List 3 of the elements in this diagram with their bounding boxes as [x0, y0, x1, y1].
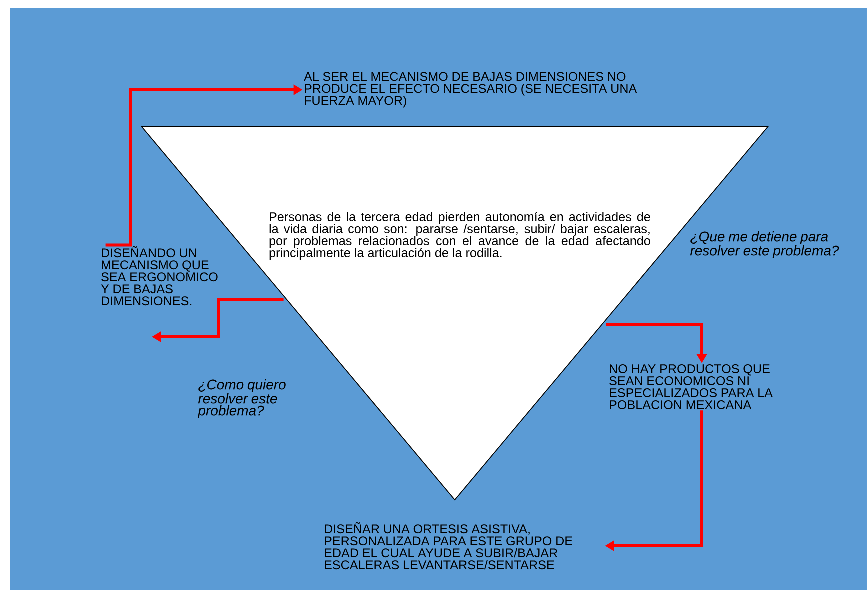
consequence-text: AL SER EL MECANISMO DE BAJAS DIMENSIONES NO PRODUCE EL EFECTO NECESARIO (SE NECESITA UNA FUERZA MAYOR) [304, 72, 638, 108]
question-text: ¿Como quiero resolver este problema? [198, 379, 286, 419]
goal-text: DISEÑAR UNA ORTESIS ASISTIVA, PERSONALIZADA PARA ESTE GRUPO DE EDAD EL CUAL AYUDE A SUBIR/BAJAR ESCALERAS LEVANTARSE/SENTARSE [325, 522, 572, 570]
